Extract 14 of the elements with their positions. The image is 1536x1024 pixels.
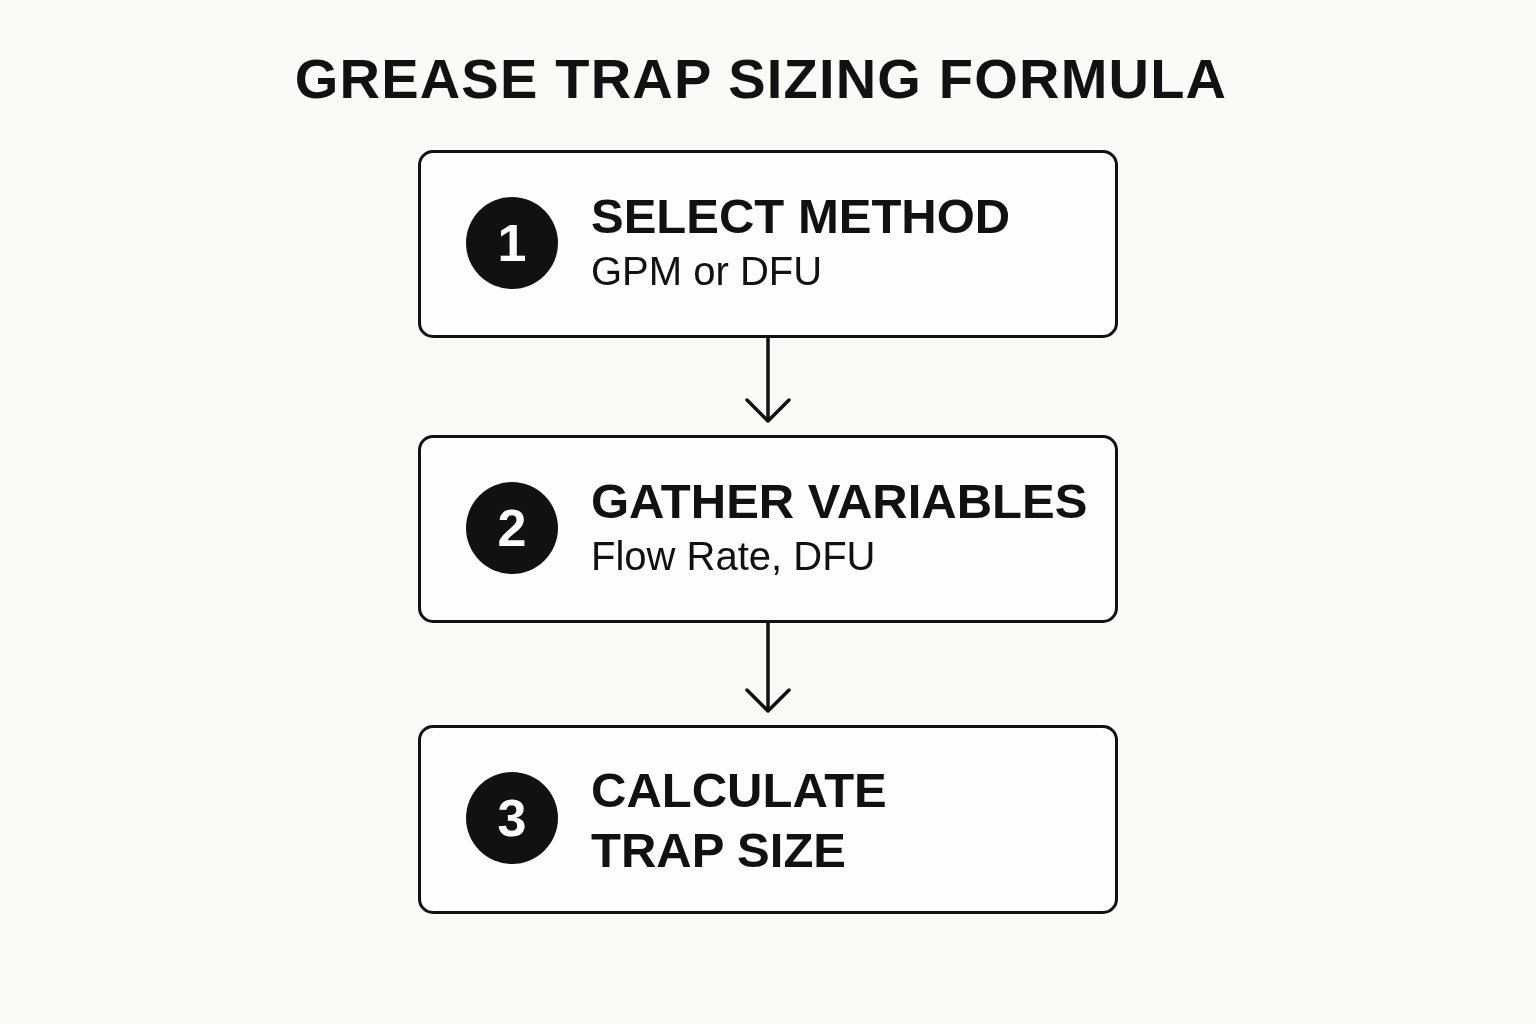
process-box [418, 150, 1118, 338]
step-number-circle: 1 [466, 197, 558, 289]
arrow [745, 338, 791, 423]
process-box [418, 725, 1118, 914]
step-number-circle: 3 [466, 772, 558, 864]
step-detail: Flow Rate, DFU [591, 533, 877, 579]
step-title: GATHER VARIABLES [591, 473, 1089, 530]
step-title: SELECT METHOD [591, 188, 1012, 245]
step-number-circle: 2 [466, 482, 558, 574]
process-box [418, 435, 1118, 623]
step-detail: GPM or DFU [591, 248, 824, 294]
diagram-title: GREASE TRAP SIZING FORMULA [294, 46, 1228, 112]
step-title: CALCULATE TRAP SIZE [591, 761, 888, 879]
arrow [745, 623, 791, 713]
